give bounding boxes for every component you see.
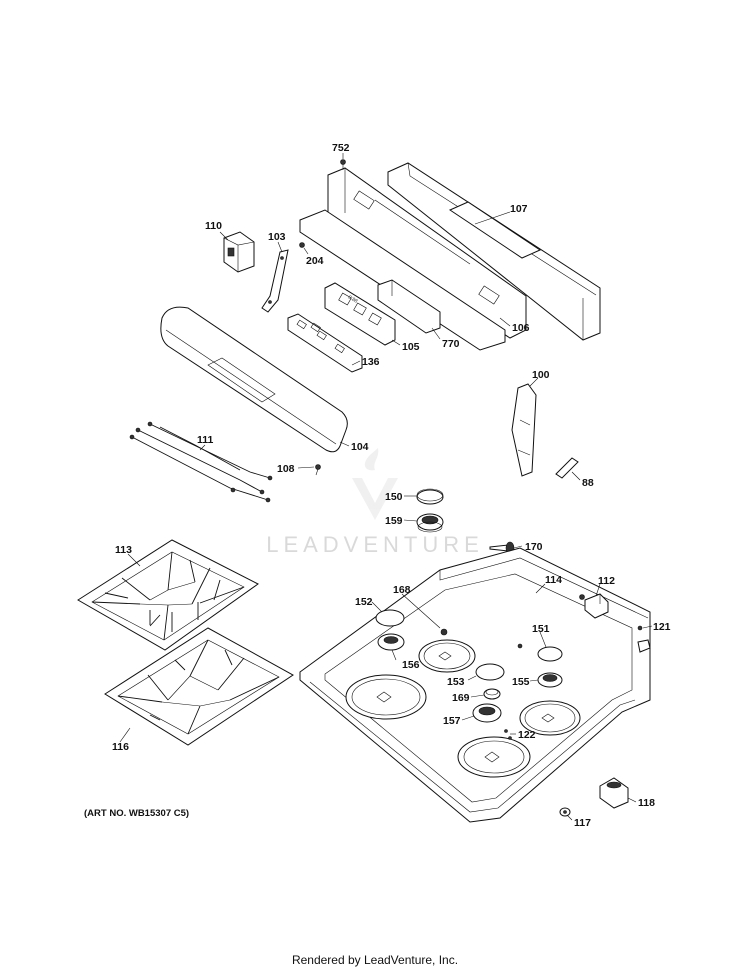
svg-text:8:88: 8:88 bbox=[347, 295, 359, 305]
callout-104: 104 bbox=[351, 441, 369, 453]
screw-108 bbox=[315, 464, 321, 476]
burner-head-159 bbox=[416, 513, 444, 533]
burner-head-156 bbox=[377, 633, 405, 651]
callout-155: 155 bbox=[512, 676, 530, 688]
footer-credit: Rendered by LeadVenture, Inc. bbox=[291, 953, 459, 967]
grate-113 bbox=[77, 539, 259, 651]
callout-752: 752 bbox=[332, 142, 350, 154]
callout-122: 122 bbox=[518, 729, 536, 741]
grate-116 bbox=[104, 627, 294, 746]
burner-cap-152 bbox=[375, 609, 405, 627]
callout-170: 170 bbox=[525, 541, 543, 553]
burner-head-157 bbox=[472, 703, 502, 723]
callout-111: 111 bbox=[197, 434, 214, 446]
callout-110: 110 bbox=[205, 220, 222, 232]
callout-204: 204 bbox=[306, 255, 324, 267]
leveling-leg-118 bbox=[599, 777, 629, 809]
burner-cap-153 bbox=[475, 663, 505, 681]
watermark-text: LEADVENTURE bbox=[266, 532, 484, 557]
rear-panel-107 bbox=[387, 162, 601, 341]
nut-117 bbox=[559, 807, 571, 817]
display-cover-770 bbox=[377, 279, 441, 334]
callout-113: 113 bbox=[115, 544, 132, 556]
callout-112: 112 bbox=[598, 575, 615, 587]
callout-157: 157 bbox=[443, 715, 461, 727]
callout-152: 152 bbox=[355, 596, 373, 608]
callout-121: 121 bbox=[653, 621, 671, 633]
transformer-110 bbox=[223, 231, 255, 273]
callout-88: 88 bbox=[582, 477, 594, 489]
callout-116: 116 bbox=[112, 741, 129, 753]
part-88 bbox=[555, 457, 579, 479]
callout-156: 156 bbox=[402, 659, 420, 671]
callout-153: 153 bbox=[447, 676, 465, 688]
burner-cap-150 bbox=[416, 488, 444, 505]
callout-159: 159 bbox=[385, 515, 403, 527]
callout-169: 169 bbox=[452, 692, 470, 704]
control-panel-104 bbox=[160, 306, 348, 453]
art-number: (ART NO. WB15307 C5) bbox=[84, 808, 190, 819]
burner-part-169 bbox=[483, 688, 501, 700]
bracket-100 bbox=[511, 383, 537, 477]
screw-204 bbox=[299, 242, 305, 248]
part-121 bbox=[637, 625, 651, 653]
bracket-103 bbox=[261, 249, 289, 313]
callout-136: 136 bbox=[362, 356, 380, 368]
callout-103: 103 bbox=[268, 231, 286, 243]
callout-118: 118 bbox=[638, 797, 655, 809]
burner-cap-151 bbox=[537, 646, 563, 662]
callout-150: 150 bbox=[385, 491, 403, 503]
leadventure-watermark bbox=[352, 448, 398, 520]
callout-105: 105 bbox=[402, 341, 420, 353]
burner-head-155 bbox=[537, 672, 563, 688]
callout-151: 151 bbox=[532, 623, 550, 635]
callout-100: 100 bbox=[532, 369, 550, 381]
callout-107: 107 bbox=[510, 203, 528, 215]
callout-108: 108 bbox=[277, 463, 295, 475]
control-board-105: 8:88 bbox=[324, 282, 396, 346]
cooktop-114 bbox=[299, 547, 651, 823]
wire-harness-111 bbox=[129, 421, 273, 503]
membrane-keypad-136 bbox=[287, 313, 363, 373]
control-bracket-106 bbox=[299, 167, 527, 351]
switch-112 bbox=[579, 593, 609, 619]
callout-168: 168 bbox=[393, 584, 411, 596]
callout-114: 114 bbox=[545, 574, 562, 586]
callout-770: 770 bbox=[442, 338, 460, 350]
callout-106: 106 bbox=[512, 322, 530, 334]
leader-lines bbox=[119, 153, 653, 821]
callout-117: 117 bbox=[574, 817, 591, 829]
screw-752 bbox=[340, 159, 346, 170]
